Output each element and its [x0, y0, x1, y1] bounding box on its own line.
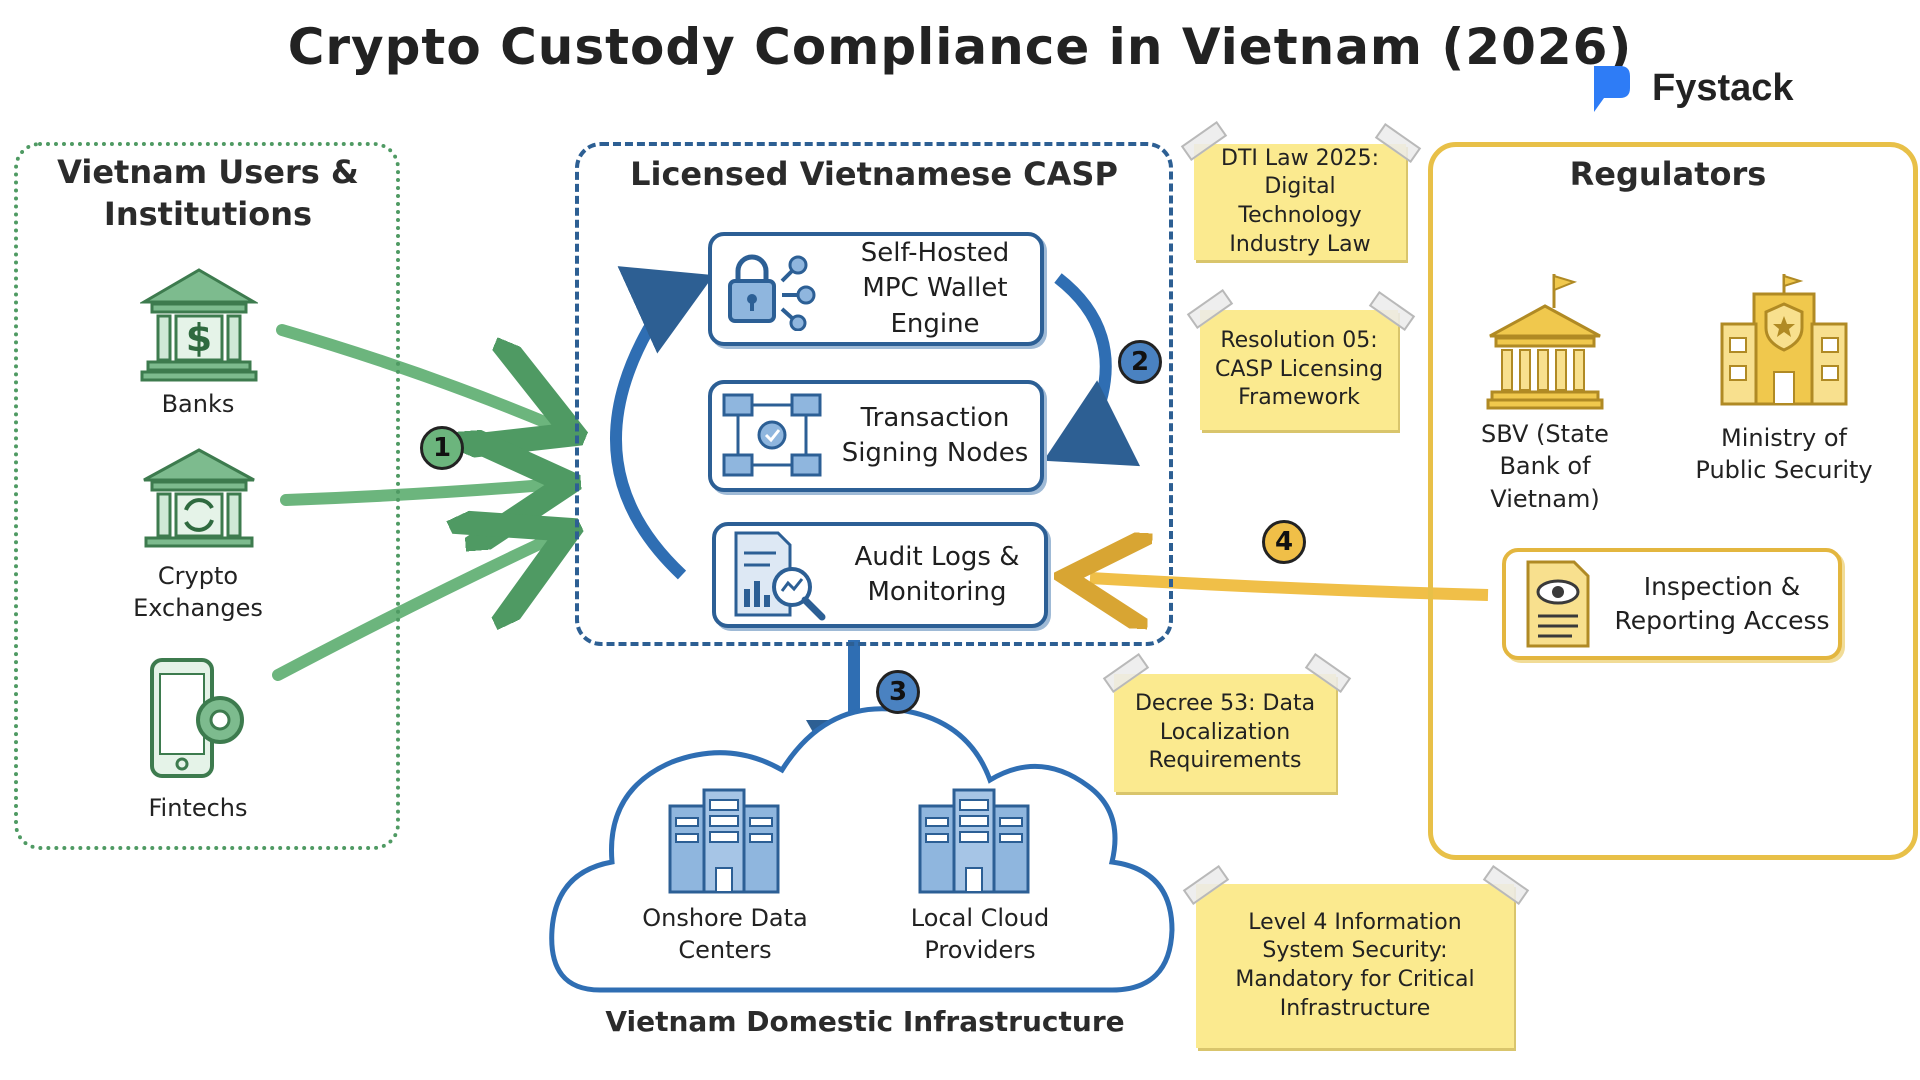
regulators-group: [1428, 142, 1918, 860]
step-marker-2: 2: [1118, 340, 1162, 384]
regulators-item-label: Ministry of Public Security: [1695, 424, 1873, 485]
network-nodes-icon: [722, 393, 822, 477]
arrow-audit-to-wallet: [610, 266, 714, 580]
infrastructure-item-label: Local Cloud Providers: [910, 904, 1050, 965]
regulation-note: Decree 53: Data Localization Requirement…: [1114, 674, 1336, 792]
infrastructure-item-label: Onshore Data Centers: [642, 904, 808, 965]
step-marker-1: 1: [420, 426, 464, 470]
regulation-note: Resolution 05: CASP Licensing Framework: [1200, 310, 1398, 430]
arrow-regulators-to-audit: [1090, 578, 1489, 595]
casp-component-label: Self-Hosted MPC Wallet Engine: [860, 238, 1010, 339]
server-building-icon: [668, 788, 780, 894]
regulation-note: Level 4 Information System Security: Man…: [1196, 884, 1514, 1048]
casp-component-card: Self-Hosted MPC Wallet Engine: [708, 232, 1044, 346]
page-title: Crypto Custody Compliance in Vietnam (20…: [287, 18, 1633, 76]
bank-icon: $: [140, 268, 258, 382]
casp-component-card: Audit Logs & Monitoring: [712, 522, 1048, 628]
arrow-banks-to-casp: [276, 324, 552, 425]
arrow-fintechs-to-casp: [272, 540, 548, 681]
document-eye-icon: [1526, 560, 1590, 648]
audit-search-icon: [734, 531, 826, 621]
regulators-group-title: Regulators: [1569, 155, 1767, 193]
users-item-label: Crypto Exchanges: [133, 562, 263, 623]
arrow-wallet-to-signing: [1043, 273, 1141, 467]
users-item-label: Fintechs: [148, 794, 248, 822]
svg-text:$: $: [186, 316, 212, 360]
arrow-exchanges-to-casp: [280, 485, 545, 500]
casp-component-label: Transaction Signing Nodes: [841, 402, 1029, 468]
casp-group: [575, 142, 1173, 646]
users-item-label: Banks: [161, 390, 235, 418]
brand-name: Fystack: [1652, 66, 1794, 109]
fystack-logo-icon: [1594, 66, 1630, 112]
exchange-icon: [143, 448, 255, 548]
regulation-note: DTI Law 2025: Digital Technology Industr…: [1194, 144, 1406, 260]
casp-group-title: Licensed Vietnamese CASP: [630, 155, 1118, 193]
brand: Fystack: [1588, 62, 1794, 114]
step-marker-4: 4: [1262, 520, 1306, 564]
regulators-item-label: SBV (State Bank of Vietnam): [1481, 420, 1609, 513]
step-marker-3: 3: [876, 670, 920, 714]
government-building-icon: [1486, 274, 1604, 410]
inspection-access-label: Inspection & Reporting Access: [1614, 572, 1830, 635]
casp-component-label: Audit Logs & Monitoring: [854, 541, 1020, 607]
inspection-access-card: Inspection & Reporting Access: [1502, 548, 1842, 660]
users-group-title: Vietnam Users & Institutions: [57, 153, 359, 233]
casp-component-card: Transaction Signing Nodes: [708, 380, 1044, 492]
server-building-icon: [918, 788, 1030, 894]
lock-keys-icon: [728, 254, 816, 331]
phone-gear-icon: [150, 658, 244, 778]
police-building-icon: [1720, 274, 1848, 406]
infrastructure-title: Vietnam Domestic Infrastructure: [605, 1005, 1125, 1038]
users-group: [14, 142, 400, 850]
